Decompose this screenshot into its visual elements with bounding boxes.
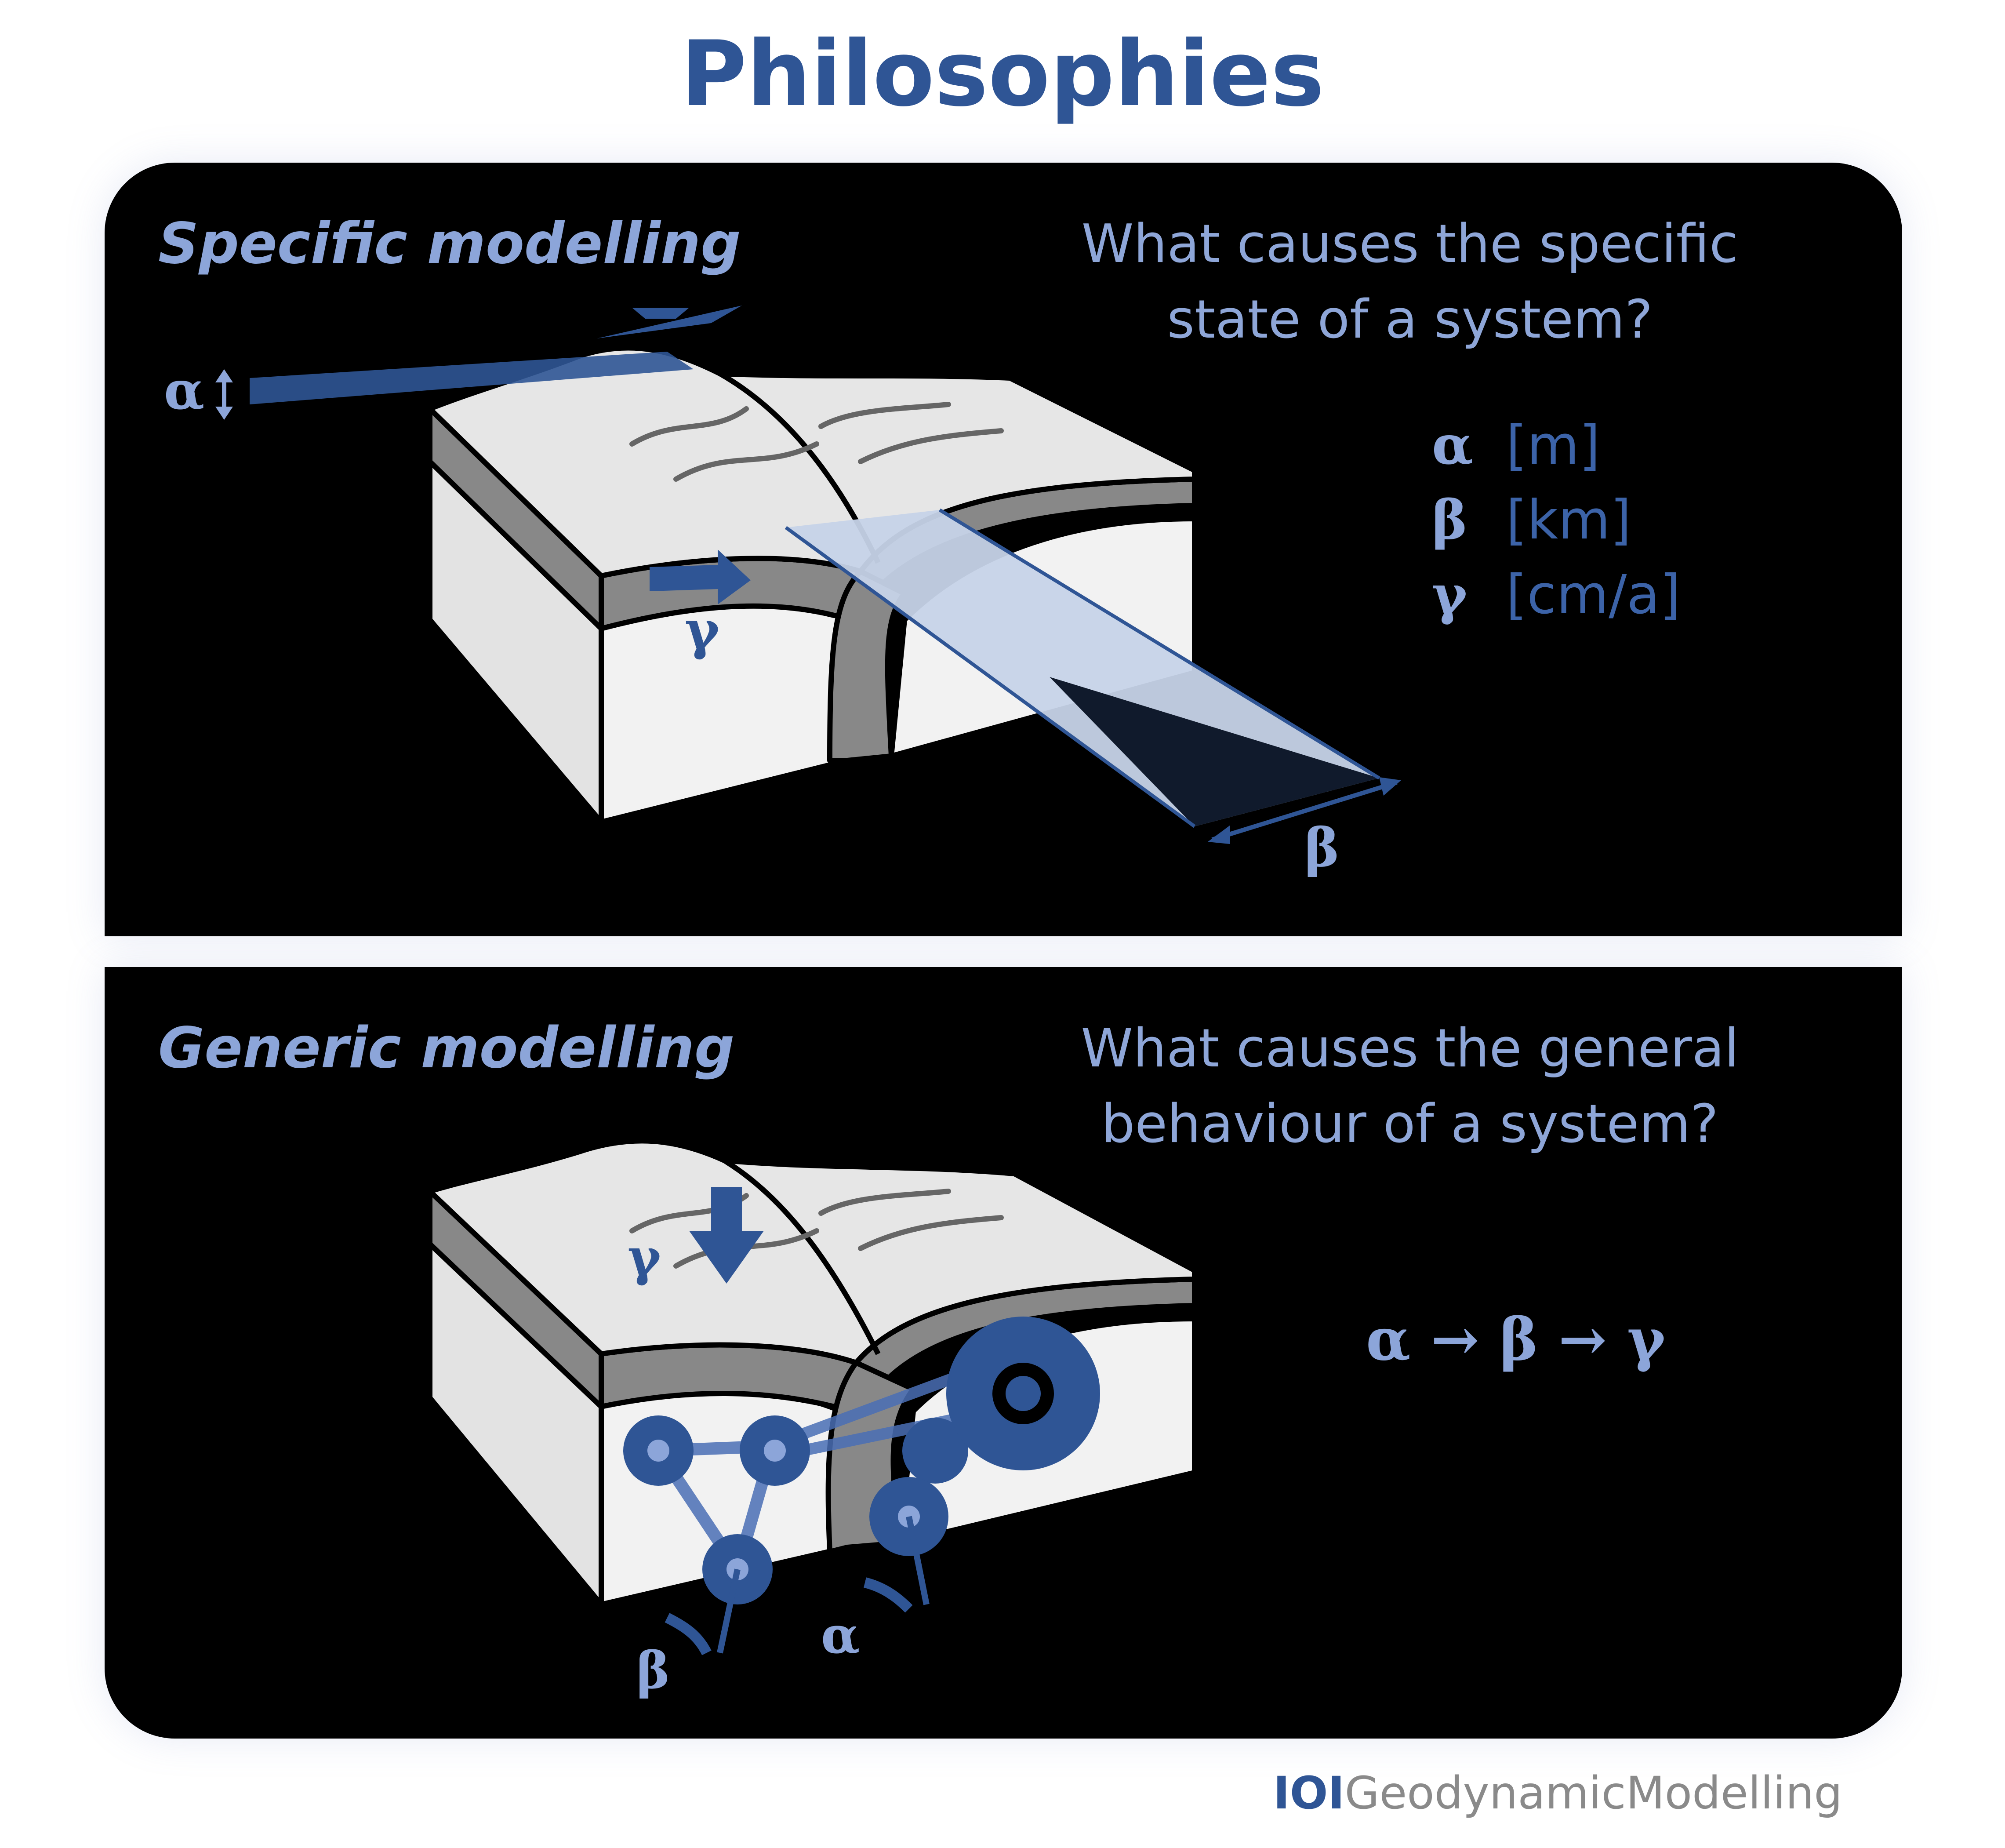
param-unit-gamma: [cm/a] [1506,564,1681,626]
generic-question: What causes the general behaviour of a s… [992,1011,1827,1162]
param-row-beta: β [km] [1432,488,1681,563]
param-row-gamma: γ [cm/a] [1432,563,1681,637]
gamma-label: γ [628,1228,661,1287]
gear-large [946,1317,1100,1470]
beta-label: β [636,1641,670,1700]
brand-text: GeodynamicModelling [1344,1767,1842,1819]
specific-question-line-2: state of a system? [1167,289,1653,350]
gear-belt [652,1440,779,1575]
parameter-list: α [m] β [km] γ [cm/a] [1432,413,1681,637]
specific-question: What causes the specific state of a syst… [992,207,1827,358]
page-title: Philosophies [680,22,1325,127]
param-unit-beta: [km] [1506,489,1631,551]
gamma-arrow [650,549,751,604]
alpha-label: α [164,360,204,422]
alpha-beam [250,352,694,404]
causal-chain: α → β → γ [1366,1306,1666,1374]
subducting-slab [827,569,907,763]
param-symbol-gamma: γ [1432,563,1467,626]
alpha-label: α [821,1606,860,1665]
specific-question-line-1: What causes the specific [1081,214,1739,275]
param-symbol-alpha: α [1432,413,1473,477]
param-unit-alpha: [m] [1506,414,1600,477]
gamma-label: γ [685,599,720,661]
param-symbol-beta: β [1432,488,1468,551]
generic-question-line-1: What causes the general [1081,1018,1739,1079]
brand-footer: IOIGeodynamicModelling [1273,1767,1842,1819]
beta-label: β [1304,817,1340,879]
block-top-surface [427,1138,1197,1365]
specific-modelling-panel: Specific modelling What causes the speci… [105,163,1902,936]
brand-logo: IOI [1273,1767,1345,1819]
gear-small-1 [623,1415,694,1486]
generic-heading: Generic modelling [158,1015,735,1081]
specific-block-diagram: α β γ [164,306,1401,879]
param-row-alpha: α [m] [1432,413,1681,488]
generic-block-diagram: γ β [427,1138,1197,1700]
gear-small-2 [740,1415,810,1486]
generic-question-line-2: behaviour of a system? [1101,1094,1718,1155]
specific-heading: Specific modelling [158,211,741,276]
generic-modelling-panel: Generic modelling What causes the genera… [105,967,1902,1739]
block-top-surface [427,345,1197,578]
block-left-front [599,595,863,825]
gamma-down-arrow [689,1187,764,1284]
